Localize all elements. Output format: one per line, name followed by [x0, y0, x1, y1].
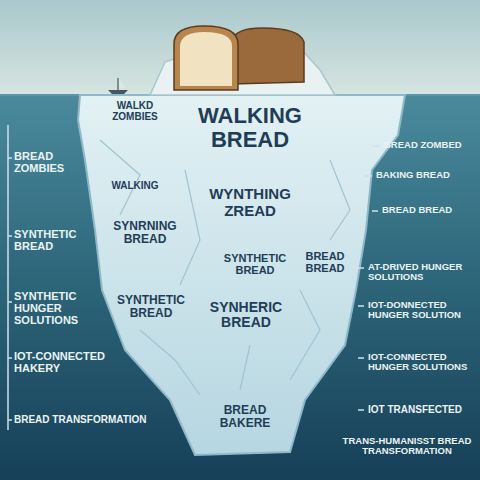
label-slot: BREAD ZOMBED: [384, 140, 476, 150]
depth-label: BAKING BREAD: [376, 170, 476, 180]
iceberg-label: BREAD BREAD: [298, 250, 352, 274]
depth-label: SYNTHETIC HUNGER SOLUTIONS: [14, 290, 94, 326]
depth-label: BREAD BREAD: [382, 205, 476, 215]
iceberg-body: [78, 95, 405, 455]
iceberg-label: WALKING: [100, 180, 170, 191]
iceberg-label: BREAD BAKERE: [202, 404, 288, 430]
label-slot: SYNHERIC BREAD: [194, 300, 298, 331]
label-slot: BAKING BREAD: [376, 170, 476, 180]
depth-label: IOT-CONNECTED HAKERY: [14, 350, 126, 374]
label-slot: IOT TRANSFECTED: [368, 404, 476, 415]
label-slot: WYNTHING ZREAD: [188, 186, 312, 219]
label-slot: IOT-CONNECTED HAKERY: [14, 350, 126, 374]
sea: [0, 95, 480, 480]
label-slot: BREAD BREAD: [298, 250, 352, 274]
label-slot: TRANS-HUMANISST BREAD TRANSFORMATION: [338, 436, 476, 457]
iceberg-label: SYNTHETIC BREAD: [110, 294, 192, 320]
label-slot: WALKING: [100, 180, 170, 191]
bread-slice: [180, 32, 232, 86]
iceberg-label: SYNTHETIC BREAD: [212, 252, 298, 276]
depth-label: IOT TRANSFECTED: [368, 404, 476, 415]
label-slot: BREAD ZOMBIES: [14, 150, 86, 174]
label-slot: WALKD ZOMBIES: [98, 100, 172, 122]
iceberg-label: SYNRNING BREAD: [104, 220, 186, 246]
depth-label: SYNTHETIC BREAD: [14, 228, 86, 252]
depth-label: BREAD ZOMBIES: [14, 150, 86, 174]
label-slot: WALKING BREAD: [172, 104, 328, 152]
depth-label: BREAD TRANSFORMATION: [14, 414, 174, 425]
label-slot: AT-DRIVED HUNGER SOLUTIONS: [368, 262, 476, 283]
depth-label: IOT-CONNECTED HUNGER SOLUTIONS: [368, 352, 476, 373]
iceberg-label: WYNTHING ZREAD: [188, 186, 312, 219]
bread-crust: [174, 26, 238, 90]
depth-label: TRANS-HUMANISST BREAD TRANSFORMATION: [338, 436, 476, 457]
boat: [108, 78, 128, 94]
label-slot: SYNTHETIC BREAD: [110, 294, 192, 320]
left-bracket: [8, 125, 12, 430]
label-slot: SYNTHETIC BREAD: [14, 228, 86, 252]
label-slot: BREAD TRANSFORMATION: [14, 414, 174, 425]
label-slot: BREAD BREAD: [382, 205, 476, 215]
label-slot: BREAD BAKERE: [202, 404, 288, 430]
depth-label: AT-DRIVED HUNGER SOLUTIONS: [368, 262, 476, 283]
label-slot: IOT-CONNECTED HUNGER SOLUTIONS: [368, 352, 476, 373]
sky: [0, 0, 480, 95]
label-slot: SYNRNING BREAD: [104, 220, 186, 246]
label-slot: SYNTHETIC BREAD: [212, 252, 298, 276]
bread-loaf: [232, 28, 304, 84]
label-slot: SYNTHETIC HUNGER SOLUTIONS: [14, 290, 94, 326]
iceberg-label: SYNHERIC BREAD: [194, 300, 298, 331]
label-slot: IOT-DONNECTED HUNGER SOLUTION: [368, 300, 476, 321]
depth-label: BREAD ZOMBED: [384, 140, 476, 150]
iceberg-label: WALKING BREAD: [172, 104, 328, 152]
iceberg-label: WALKD ZOMBIES: [98, 100, 172, 122]
depth-label: IOT-DONNECTED HUNGER SOLUTION: [368, 300, 476, 321]
